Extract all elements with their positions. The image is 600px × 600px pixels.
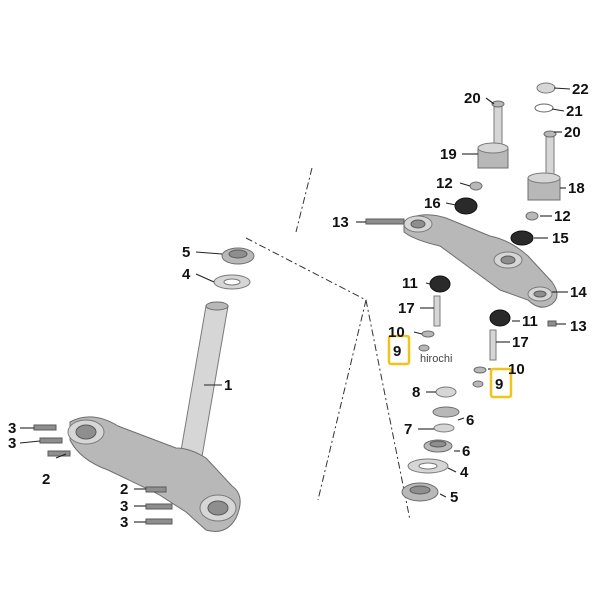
callout-7: 7 bbox=[404, 421, 412, 438]
callout-11: 11 bbox=[522, 313, 538, 330]
callout-13: 13 bbox=[570, 318, 587, 335]
callout-5: 5 bbox=[450, 489, 458, 506]
callout-2: 2 bbox=[42, 471, 50, 488]
lower-dampers bbox=[418, 275, 557, 388]
callout-9-highlighted: 9 bbox=[495, 376, 503, 393]
callout-20: 20 bbox=[464, 90, 481, 107]
callout-15: 15 bbox=[552, 230, 569, 247]
callout-11: 11 bbox=[402, 275, 418, 292]
callout-5: 5 bbox=[182, 244, 190, 261]
bolts-left bbox=[33, 424, 173, 525]
highlight-box bbox=[387, 334, 411, 366]
callout-6: 6 bbox=[466, 412, 474, 429]
callout-14: 14 bbox=[570, 284, 587, 301]
callout-3: 3 bbox=[8, 420, 16, 437]
callout-3: 3 bbox=[120, 514, 128, 531]
leader-lines bbox=[19, 87, 571, 523]
callout-12: 12 bbox=[436, 175, 453, 192]
callout-18: 18 bbox=[568, 180, 585, 197]
callout-17: 17 bbox=[398, 300, 415, 317]
watermark-text: hirochi bbox=[420, 353, 452, 365]
handlebar-risers bbox=[454, 82, 561, 246]
upper-triple-clamp bbox=[365, 214, 558, 308]
callout-1: 1 bbox=[224, 377, 232, 394]
callout-4: 4 bbox=[460, 464, 469, 481]
callout-17: 17 bbox=[512, 334, 529, 351]
callout-10: 10 bbox=[508, 361, 525, 378]
callout-6: 6 bbox=[462, 443, 470, 460]
callout-8: 8 bbox=[412, 384, 420, 401]
callout-16: 16 bbox=[424, 195, 441, 212]
highlight-boxes bbox=[387, 334, 513, 399]
stem-bearing-stack bbox=[401, 386, 460, 502]
callout-20: 20 bbox=[564, 124, 581, 141]
callout-21: 21 bbox=[566, 103, 583, 120]
callout-22: 22 bbox=[572, 81, 589, 98]
callout-labels: 1 2 2 3 3 3 3 4 4 5 5 6 6 7 8 9 9 10 10 … bbox=[8, 81, 589, 531]
callout-2: 2 bbox=[120, 481, 128, 498]
callout-13: 13 bbox=[332, 214, 349, 231]
highlight-box bbox=[489, 367, 513, 399]
callout-19: 19 bbox=[440, 146, 457, 163]
assembly-boundary bbox=[245, 167, 411, 521]
callout-12: 12 bbox=[554, 208, 571, 225]
callout-3: 3 bbox=[120, 498, 128, 515]
callout-3: 3 bbox=[8, 435, 16, 452]
callout-4: 4 bbox=[182, 266, 191, 283]
callout-10: 10 bbox=[388, 324, 405, 341]
callout-9-highlighted: 9 bbox=[393, 343, 401, 360]
